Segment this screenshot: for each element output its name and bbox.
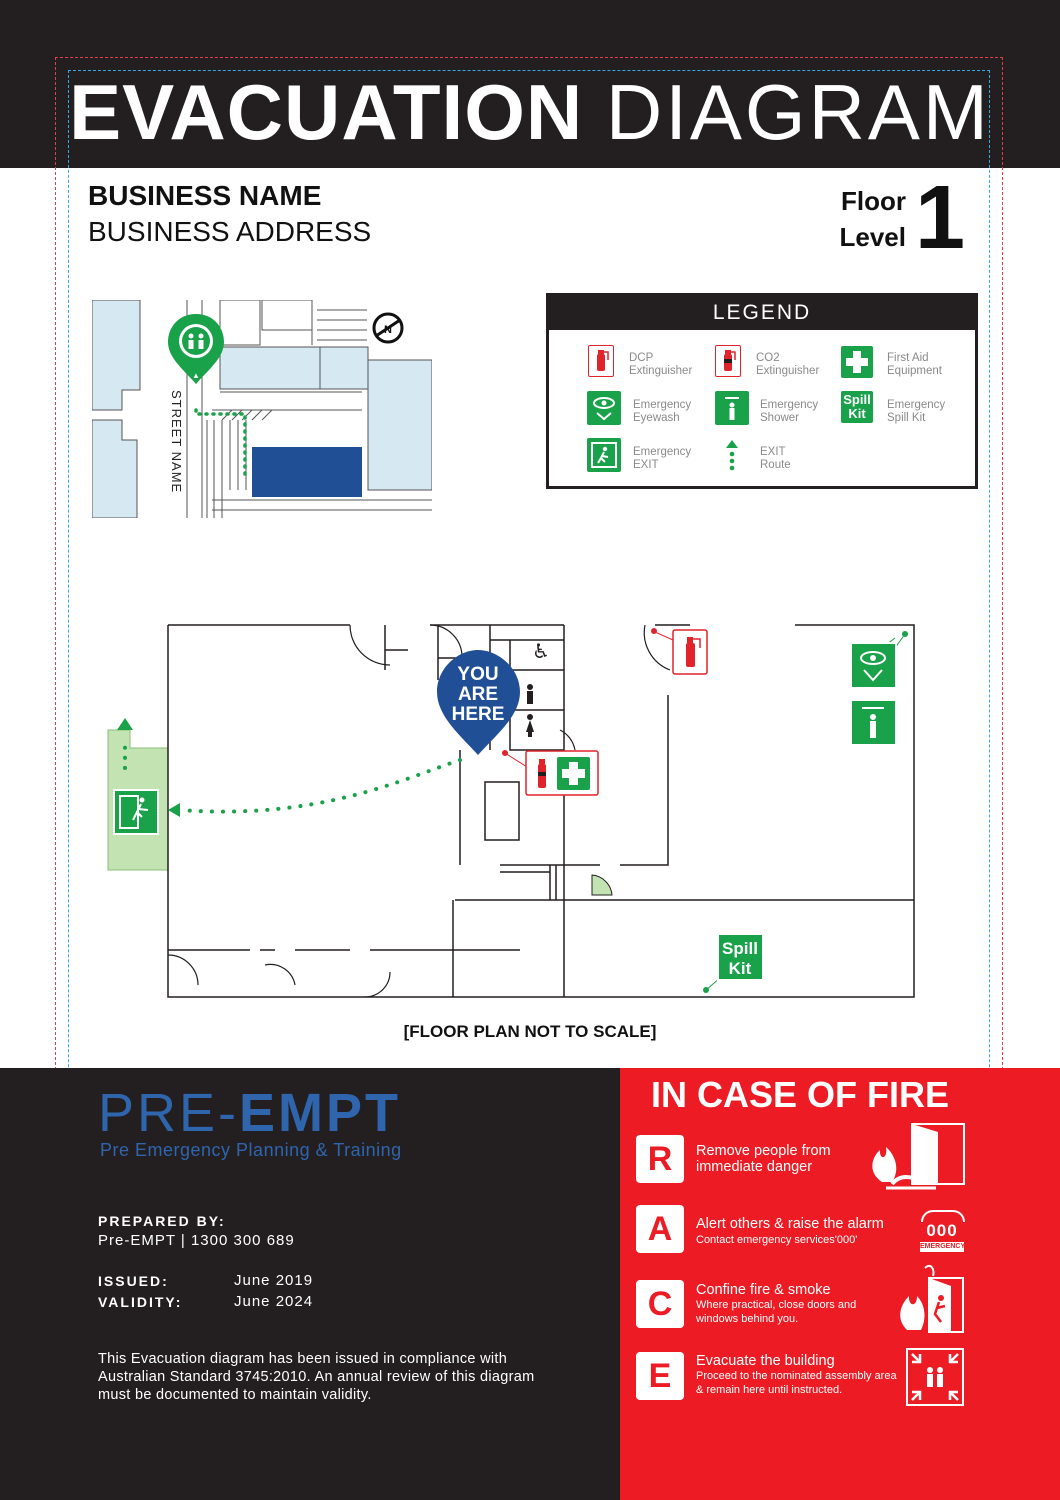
floor-number: 1: [915, 168, 966, 268]
floor-label-line2: Level: [839, 222, 907, 252]
spill-kit-icon: Spill Kit: [841, 391, 873, 423]
legend-item-spill-kit: Emergency Spill Kit: [887, 399, 945, 425]
title-light: DIAGRAM: [605, 68, 991, 156]
compliance-statement: This Evacuation diagram has been issued …: [98, 1351, 535, 1403]
floor-level-label: Floor Level: [826, 183, 907, 255]
legend-exit-route-line1: EXIT: [760, 446, 786, 458]
legend-title: LEGEND: [549, 296, 975, 330]
floor-plan-spill-word1: Spill: [722, 939, 758, 958]
first-aid-icon: [841, 346, 873, 378]
legend-item-eyewash: Emergency Eyewash: [633, 399, 691, 425]
floor-plan-spill-word2: Kit: [729, 959, 752, 978]
dcp-extinguisher-icon: [588, 345, 614, 377]
race-letter-a: A: [636, 1205, 684, 1253]
fire-procedure-title: IN CASE OF FIRE: [650, 1074, 950, 1115]
floor-label-line1: Floor: [841, 186, 906, 216]
female-toilet-icon: [526, 714, 534, 737]
legend-spill-word2: Kit: [848, 406, 866, 421]
business-name: BUSINESS NAME: [88, 180, 322, 211]
legend-exit-line1: Emergency: [633, 446, 692, 458]
phone-000-icon: 000 EMERGENCY: [920, 1210, 966, 1256]
race-step-e-subtext: Proceed to the nominated assembly area &…: [696, 1370, 897, 1396]
floor-plan-shower-icon: [850, 699, 897, 746]
alarm-label: EMERGENCY: [920, 1242, 966, 1252]
legend-spill-kit-line1: Emergency: [887, 399, 946, 411]
race-step-r-text: Remove people from immediate danger: [696, 1143, 831, 1175]
you-are-here-word1: YOU: [457, 664, 498, 685]
floor-plan: ♿ YOU ARE HERE Spill Kit: [107, 624, 915, 998]
floor-plan-first-aid-icon: [557, 757, 590, 790]
floor-plan-exit-icon: [113, 789, 159, 835]
legend-item-exit: Emergency EXIT: [633, 446, 691, 472]
issued-label: ISSUED:: [98, 1273, 169, 1289]
accessible-toilet-icon: ♿: [532, 639, 550, 663]
prepared-by-label: PREPARED BY:: [98, 1213, 226, 1229]
legend-eyewash-line2: Eyewash: [633, 412, 680, 424]
legend-dcp-line2: Extinguisher: [629, 365, 693, 377]
alarm-number: 000: [926, 1221, 958, 1240]
race-step-e-text: Evacuate the building: [696, 1353, 835, 1369]
header-bar: [0, 0, 1060, 168]
race-step-c-subtext: Where practical, close doors and windows…: [696, 1299, 857, 1325]
close-door-icon: [900, 1264, 964, 1333]
page-title: EVACUATION DIAGRAM: [0, 62, 1060, 162]
validity-value: June 2024: [234, 1293, 314, 1310]
legend-first-aid-line1: First Aid: [887, 352, 929, 364]
legend-item-shower: Emergency Shower: [760, 399, 818, 425]
svg-text:▲: ▲: [192, 371, 200, 380]
legend-spill-word1: Spill: [843, 392, 871, 407]
legend-exit-line2: EXIT: [633, 459, 659, 471]
floor-plan-dcp-extinguisher-icon: [538, 759, 546, 788]
floor-plan-note: [FLOOR PLAN NOT TO SCALE]: [403, 1022, 657, 1041]
male-toilet-icon: [527, 684, 533, 704]
title-bold: EVACUATION: [69, 68, 584, 156]
legend-item-exit-route: EXIT Route: [760, 446, 791, 472]
legend-first-aid-line2: Equipment: [887, 365, 942, 377]
legend-dcp-line1: DCP: [629, 352, 654, 364]
you-are-here-word3: HERE: [452, 704, 505, 725]
legend-spill-kit-line2: Spill Kit: [887, 412, 926, 424]
legend-item-co2: CO2 Extinguisher: [756, 352, 819, 378]
floor-plan-eyewash-icon: [850, 642, 897, 689]
legend-co2-line1: CO2: [756, 352, 780, 364]
company-logo: PRE-EMPT: [98, 1082, 401, 1144]
remove-people-icon: [872, 1123, 965, 1190]
footer-info-panel: [0, 1068, 620, 1500]
exit-icon: [587, 438, 621, 472]
you-are-here-word2: ARE: [458, 684, 498, 705]
issued-value: June 2019: [234, 1272, 314, 1289]
legend-item-first-aid: First Aid Equipment: [887, 352, 942, 378]
company-tagline: Pre Emergency Planning & Training: [100, 1140, 402, 1160]
eyewash-icon: [587, 391, 621, 425]
legend-shower-line1: Emergency: [760, 399, 819, 411]
race-letter-r: R: [636, 1135, 684, 1183]
race-letter-e: E: [636, 1352, 684, 1400]
exit-route-icon: [724, 440, 740, 474]
race-step-a-subtext: Contact emergency services'000': [696, 1234, 858, 1246]
logo-word-left: PRE-: [98, 1083, 240, 1143]
race-step-a-text: Alert others & raise the alarm: [696, 1216, 884, 1232]
race-letter-c: C: [636, 1280, 684, 1328]
business-address: BUSINESS ADDRESS: [88, 216, 372, 247]
legend-item-dcp: DCP Extinguisher: [629, 352, 692, 378]
legend-co2-line2: Extinguisher: [756, 365, 820, 377]
shower-icon: [715, 391, 749, 425]
legend-shower-line2: Shower: [760, 412, 799, 424]
co2-extinguisher-icon: [715, 345, 741, 377]
logo-word-right: EMPT: [239, 1083, 402, 1143]
race-step-c-text: Confine fire & smoke: [696, 1282, 831, 1298]
legend-panel: LEGEND DCP Extinguisher CO2 Extinguisher…: [546, 293, 978, 489]
floor-plan-co2-extinguisher-icon: [686, 637, 701, 667]
prepared-by-value: Pre-EMPT | 1300 300 689: [98, 1232, 295, 1249]
fire-procedure-panel: [620, 1068, 1060, 1500]
validity-label: VALIDITY:: [98, 1294, 183, 1310]
assembly-area-icon: [906, 1348, 964, 1406]
legend-eyewash-line1: Emergency: [633, 399, 692, 411]
legend-exit-route-line2: Route: [760, 459, 791, 471]
site-map: ▲ STREET NAME N: [92, 300, 432, 518]
north-label: N: [384, 324, 392, 336]
street-name-label: STREET NAME: [169, 390, 184, 493]
